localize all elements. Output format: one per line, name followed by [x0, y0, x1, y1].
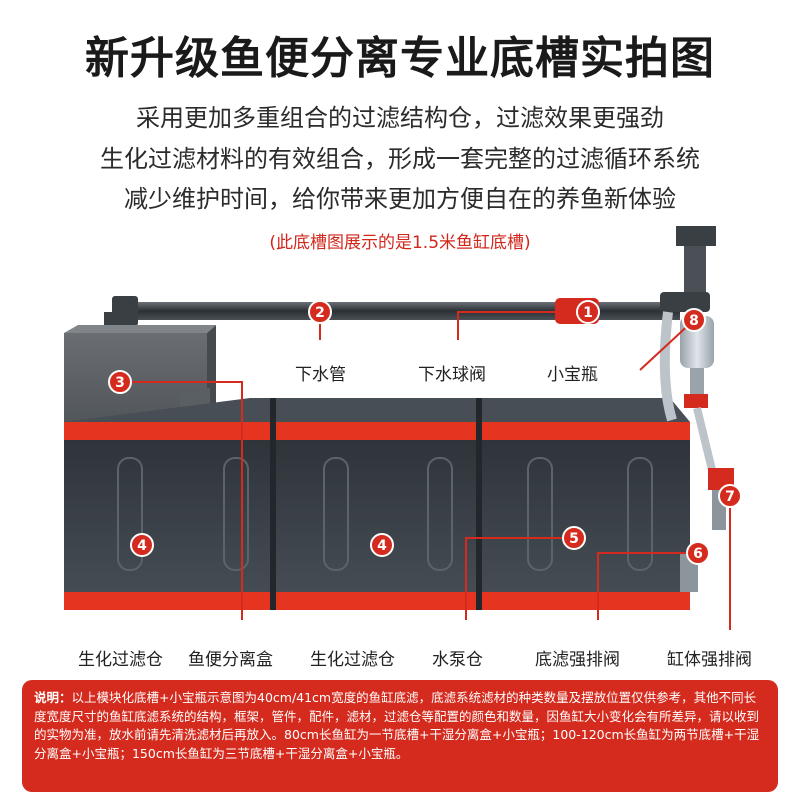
page-title: 新升级鱼便分离专业底槽实拍图	[85, 33, 715, 84]
label-tank-drain-valve: 缸体强排阀	[667, 650, 752, 670]
marker-6: 6	[686, 541, 710, 565]
marker-circle	[108, 370, 132, 394]
description-text: 以上模块化底槽+小宝瓶示意图为40cm/41cm宽度的鱼缸底滤，底滤系统滤材的种…	[34, 690, 760, 761]
marker-3: 3	[108, 370, 132, 394]
intro-line-2: 生化过滤材料的有效组合，形成一套完整的过滤循环系统	[100, 145, 700, 173]
intro-line-3: 减少维护时间，给你带来更加方便自在的养鱼新体验	[124, 185, 676, 213]
label-small-bottle: 小宝瓶	[547, 365, 598, 385]
marker-4: 4	[130, 533, 154, 557]
marker-1: 1	[576, 300, 600, 324]
marker-circle	[686, 541, 710, 565]
marker-number: 7	[725, 489, 735, 505]
marker-group: 1 2 3 4 4 5 6 7 8	[108, 300, 742, 565]
leader-lines	[130, 311, 731, 630]
description-prefix: 说明：	[34, 690, 72, 705]
marker-number: 5	[569, 531, 579, 547]
size-note: (此底槽图展示的是1.5米鱼缸底槽)	[269, 233, 531, 253]
sump-tank	[64, 398, 690, 610]
label-bottom-drain-valve: 底滤强排阀	[535, 650, 620, 670]
marker-circle	[718, 484, 742, 508]
label-drain-ball-valve: 下水球阀	[418, 365, 486, 385]
marker-circle	[370, 533, 394, 557]
marker-circle	[576, 300, 600, 324]
label-bio-chamber-right: 生化过滤仓	[310, 650, 395, 670]
marker-number: 4	[377, 538, 387, 554]
drain-pipe	[104, 296, 680, 328]
marker-number: 6	[693, 546, 703, 562]
marker-8: 8	[682, 308, 706, 332]
marker-circle	[308, 300, 332, 324]
intro-line-1: 采用更加多重组合的过滤结构仓，过滤效果更强劲	[136, 104, 664, 132]
marker-circle	[562, 526, 586, 550]
marker-7: 7	[718, 484, 742, 508]
marker-4: 4	[370, 533, 394, 557]
marker-circle	[130, 533, 154, 557]
marker-number: 2	[315, 305, 325, 321]
marker-number: 1	[583, 305, 593, 321]
marker-number: 4	[137, 538, 147, 554]
marker-2: 2	[308, 300, 332, 324]
label-pump-chamber: 水泵仓	[432, 650, 483, 670]
label-drain-pipe: 下水管	[295, 365, 346, 385]
marker-number: 3	[115, 375, 125, 391]
marker-circle	[682, 308, 706, 332]
marker-number: 8	[689, 313, 699, 329]
description-box: 说明：以上模块化底槽+小宝瓶示意图为40cm/41cm宽度的鱼缸底滤，底滤系统滤…	[22, 680, 778, 792]
label-bio-chamber-left: 生化过滤仓	[78, 650, 163, 670]
label-feces-box: 鱼便分离盒	[188, 650, 273, 670]
marker-5: 5	[562, 526, 586, 550]
